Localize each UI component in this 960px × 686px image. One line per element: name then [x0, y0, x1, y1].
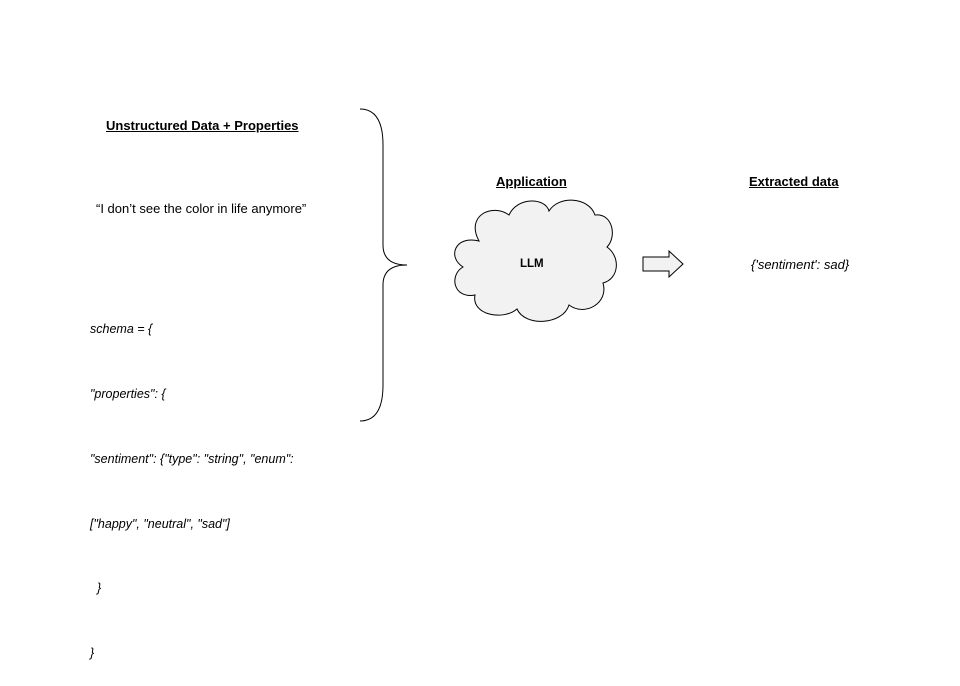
extracted-data-heading: Extracted data — [749, 174, 839, 189]
schema-line: ["happy", "neutral", "sad"] — [90, 516, 230, 531]
llm-label: LLM — [520, 258, 544, 270]
extracted-result: {'sentiment': sad} — [751, 257, 850, 272]
right-block-arrow-icon — [642, 249, 684, 279]
schema-line: "properties": { — [90, 386, 166, 401]
cloud-icon — [454, 199, 617, 322]
schema-line: schema = { — [90, 322, 153, 337]
schema-block: schema = { "properties": { "sentiment": … — [90, 276, 294, 686]
schema-line: } — [90, 581, 102, 596]
application-heading: Application — [496, 174, 567, 189]
schema-line: "sentiment": {"type": "string", "enum": — [90, 451, 294, 466]
schema-line: } — [90, 646, 95, 661]
input-heading: Unstructured Data + Properties — [106, 118, 299, 133]
right-curly-brace-icon — [359, 108, 408, 422]
input-quote: “I don’t see the color in life anymore” — [96, 201, 307, 216]
